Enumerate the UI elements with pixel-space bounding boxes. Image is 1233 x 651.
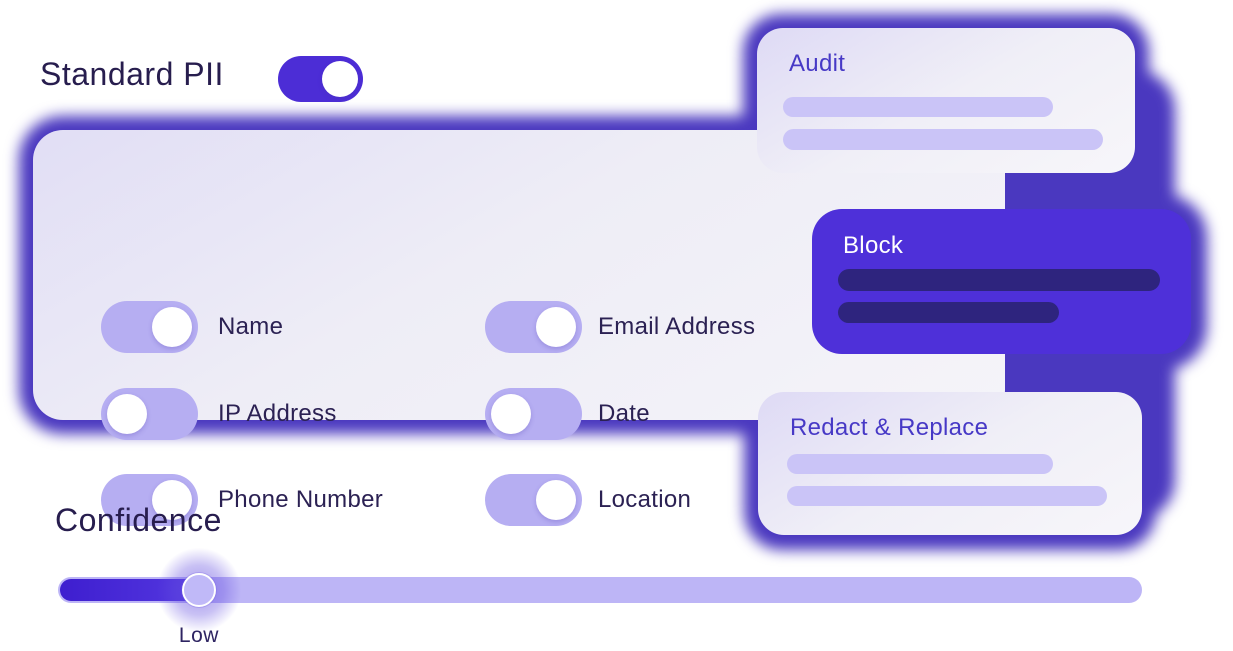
skeleton-line — [838, 269, 1160, 291]
toggle-date[interactable] — [485, 388, 582, 440]
confidence-title: Confidence — [55, 502, 222, 538]
confidence-slider-track[interactable] — [58, 577, 1142, 603]
block-card-title: Block — [843, 232, 904, 259]
standard-pii-toggle[interactable] — [278, 56, 363, 102]
toggle-knob — [491, 394, 531, 434]
redact-replace-card[interactable]: Redact & Replace — [758, 392, 1142, 535]
skeleton-line — [787, 486, 1107, 506]
toggle-ip-address[interactable] — [101, 388, 198, 440]
slider-thumb[interactable] — [181, 573, 216, 607]
toggle-email-address[interactable] — [485, 301, 582, 353]
toggle-knob — [152, 307, 192, 347]
skeleton-line — [783, 129, 1103, 150]
skeleton-line — [838, 302, 1059, 323]
slider-fill — [60, 579, 199, 601]
toggle-knob — [322, 61, 358, 97]
audit-card-title: Audit — [789, 50, 846, 77]
redact-replace-card-title: Redact & Replace — [790, 414, 989, 441]
skeleton-line — [787, 454, 1053, 474]
audit-card[interactable]: Audit — [757, 28, 1135, 173]
toggle-name[interactable] — [101, 301, 198, 353]
standard-pii-title: Standard PII — [40, 56, 224, 92]
toggle-location[interactable] — [485, 474, 582, 526]
toggle-knob — [536, 307, 576, 347]
toggle-knob — [152, 480, 192, 520]
toggle-label-date: Date — [598, 400, 650, 427]
toggle-label-ip-address: IP Address — [218, 400, 337, 427]
toggle-label-phone-number: Phone Number — [218, 486, 384, 513]
toggle-label-location: Location — [598, 486, 692, 513]
skeleton-line — [783, 97, 1053, 117]
toggle-knob — [107, 394, 147, 434]
toggle-label-name: Name — [218, 313, 284, 340]
toggle-knob — [536, 480, 576, 520]
block-card[interactable]: Block — [812, 209, 1191, 354]
slider-value-label: Low — [178, 624, 219, 647]
toggle-label-email-address: Email Address — [598, 313, 756, 340]
toggle-phone-number[interactable] — [101, 474, 198, 526]
